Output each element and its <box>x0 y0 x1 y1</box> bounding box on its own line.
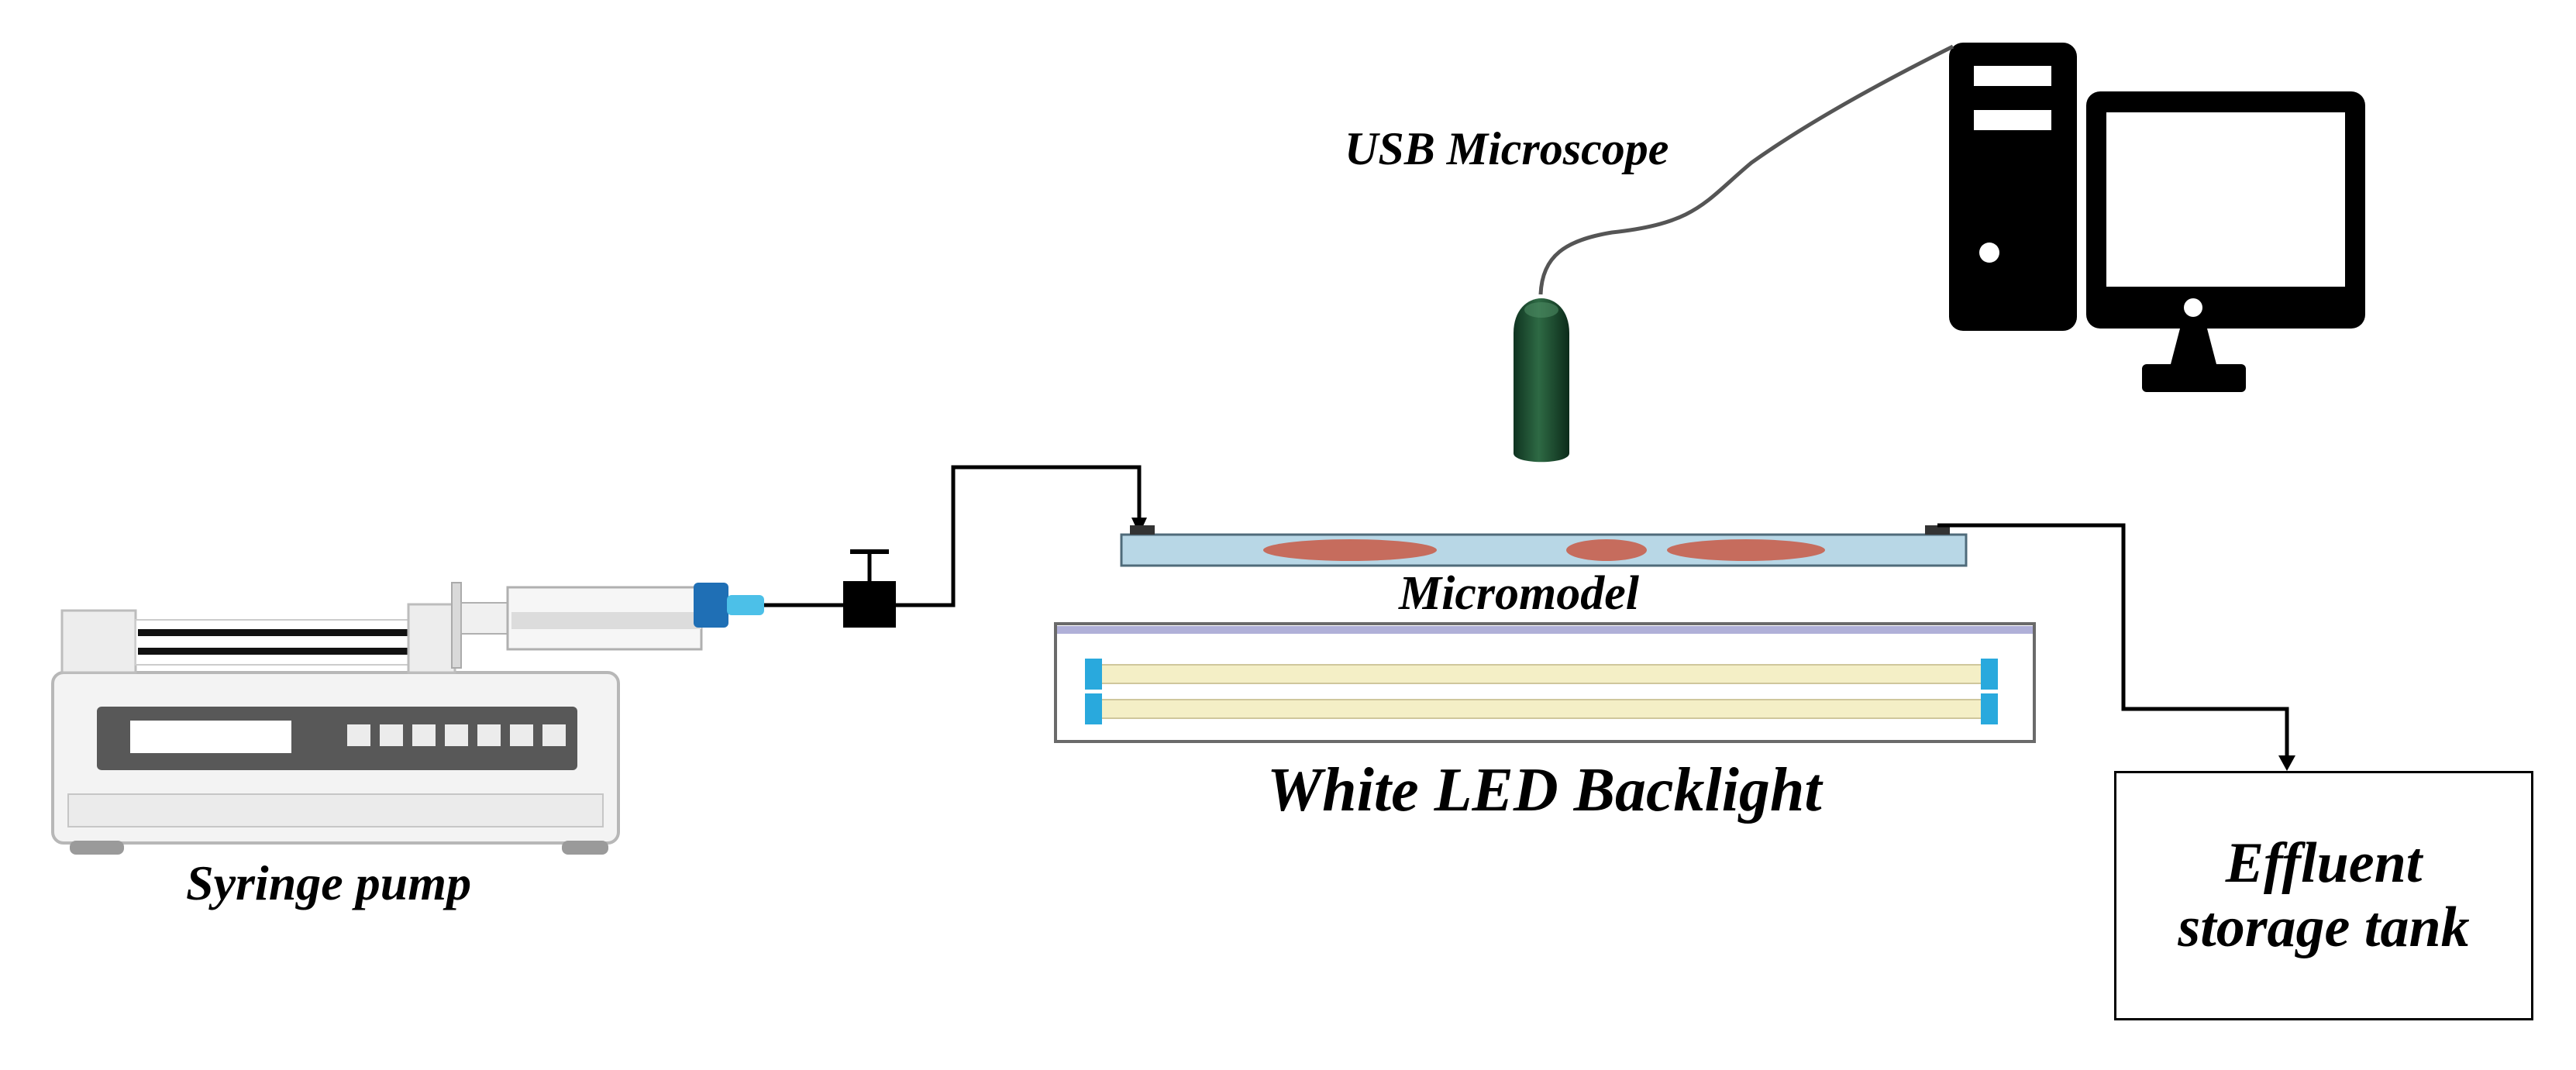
backlight-label: White LED Backlight <box>1267 756 1822 824</box>
effluent-label-line2: storage tank <box>2178 896 2470 959</box>
usb-microscope-icon <box>1514 298 1569 463</box>
outlet-tubing <box>1937 523 2289 759</box>
micromodel-label: Micromodel <box>1399 567 1639 620</box>
valve-icon <box>764 549 896 628</box>
micromodel-chip <box>1120 525 1968 567</box>
syringe-pump-label: Syringe pump <box>186 855 472 910</box>
inlet-tubing <box>896 465 1142 607</box>
effluent-label-line1: Effluent <box>2225 831 2423 896</box>
usb-microscope-label: USB Microscope <box>1345 123 1669 174</box>
syringe-pump-icon <box>51 582 764 855</box>
effluent-storage-tank: Effluent storage tank <box>2114 771 2533 1020</box>
led-backlight-icon <box>1054 622 2036 743</box>
usb-cable <box>1538 44 1954 295</box>
desktop-computer-icon <box>1949 43 2365 392</box>
outlet-arrow-icon <box>2278 755 2295 771</box>
